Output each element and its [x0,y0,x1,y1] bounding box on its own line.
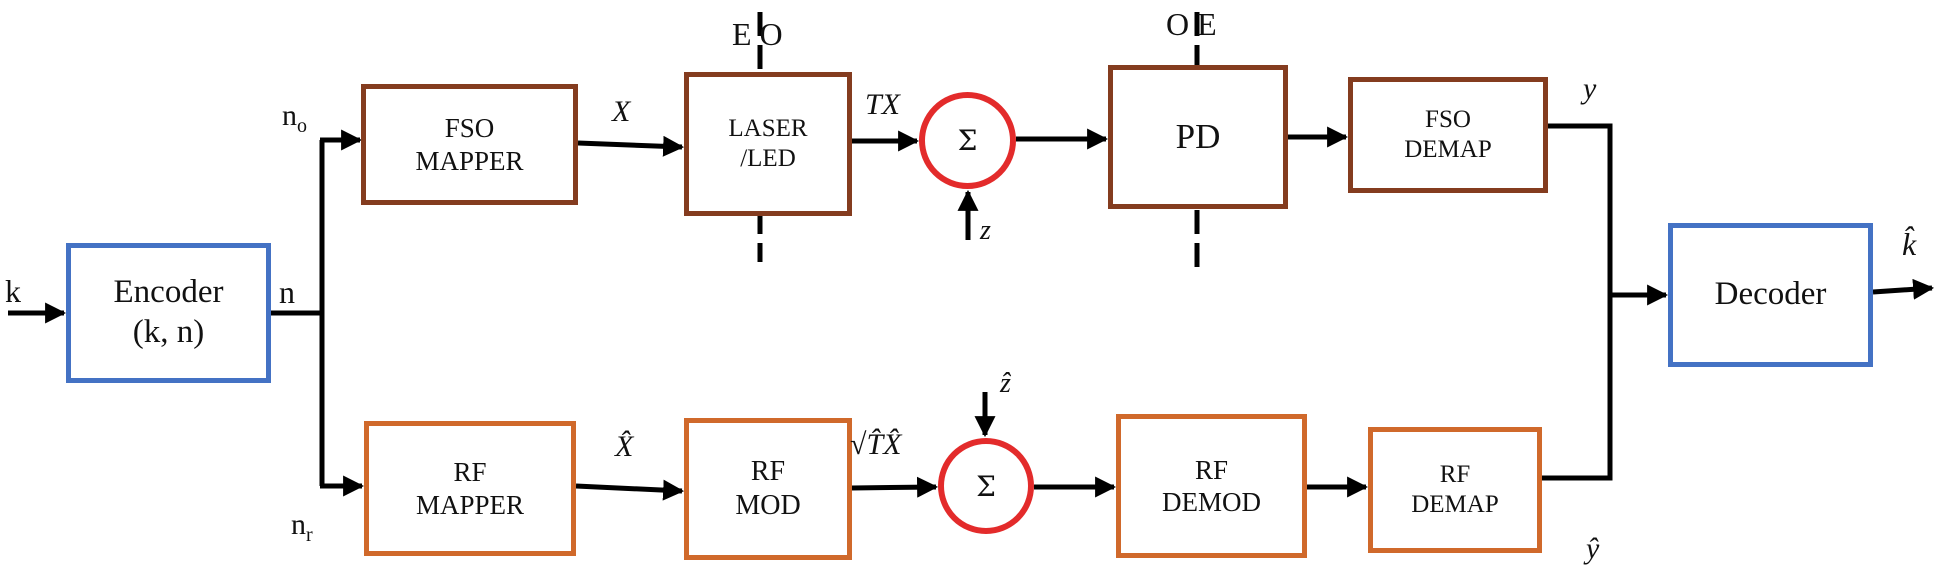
rf-sum-symbol: Σ [976,469,996,503]
label-n-r: nr [291,508,313,546]
rf-mapper-line1: RF [453,457,487,488]
label-y: y [1583,72,1597,105]
fso-sum-node: Σ [919,92,1016,189]
fso-demap-output-line [1542,123,1613,481]
label-k-input: k [5,273,21,309]
label-x: X [612,95,631,128]
fso-demap-line2: DEMAP [1404,136,1492,163]
rf-sum-node: Σ [938,438,1034,534]
label-n-o: no [282,99,307,137]
rf-demod-line1: RF [1194,454,1229,485]
encoder-params: (k, n) [132,314,205,350]
fso-demap-line1: FSO [1425,106,1471,133]
label-n-o-subscript: o [297,115,307,137]
label-y-hat: ŷ [1586,532,1600,565]
decoder-block: Decoder [1668,223,1873,367]
fso-mapper-line1: FSO [444,113,495,144]
rf-mod-line2: MOD [735,490,801,521]
label-n: n [279,274,295,310]
laser-line1: LASER [728,115,808,142]
fso-sum-symbol: Σ [957,124,978,157]
label-oe: O E [1166,6,1217,42]
pd-block: PD [1108,65,1288,209]
decoder-label: Decoder [1714,276,1827,313]
label-z-hat: ẑ [1000,368,1011,399]
rf-demap-block: RF DEMAP [1368,427,1542,553]
arrow-rf-mapper-to-rf-mod [575,479,685,501]
label-k-hat: k̂ [1902,226,1917,262]
arrow-decoder-output [1872,278,1935,300]
label-z: z [980,215,991,246]
rf-demap-line1: RF [1439,461,1471,488]
label-sqrt-t-x-hat: √T̂X̂ [850,428,902,461]
label-n-r-subscript: r [306,524,313,546]
encoder-label: Encoder [113,274,224,311]
rf-demod-line2: DEMOD [1162,487,1261,517]
laser-led-block: LASER/LED [684,72,852,216]
rf-mapper-line2: MAPPER [415,489,525,520]
rf-demap-line2: DEMAP [1411,491,1499,518]
pd-label: PD [1175,117,1221,156]
rf-mod-line1: RF [750,456,786,488]
label-eo: E O [732,16,783,52]
arrow-fso-mapper-to-laser [577,135,685,157]
encoder-block: Encoder(k, n) [66,243,271,383]
arrow-rf-mod-to-sum [851,476,939,498]
label-tx: TX [865,88,901,121]
laser-line2: /LED [740,145,796,172]
fso-mapper-line2: MAPPER [415,145,524,176]
fso-demap-block: FSO DEMAP [1348,77,1548,193]
label-x-hat: X̂ [615,430,634,463]
